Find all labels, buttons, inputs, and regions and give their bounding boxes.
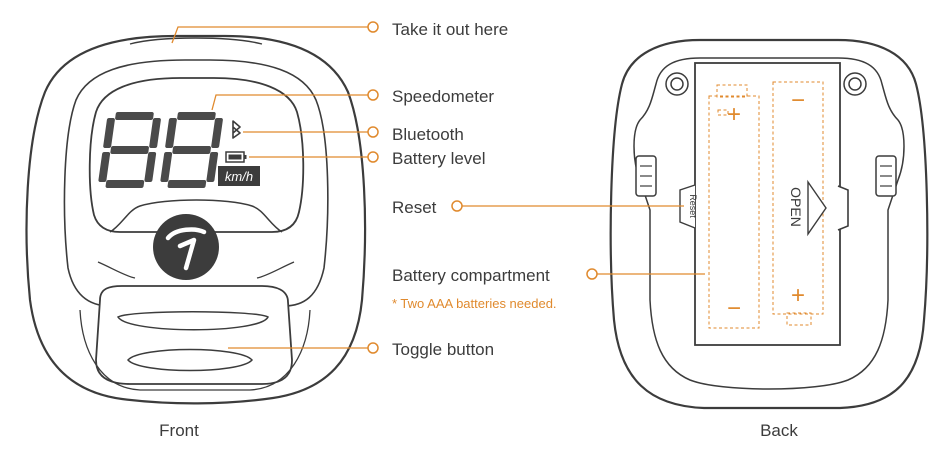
callout-dot xyxy=(586,268,598,280)
open-arrow-icon xyxy=(807,179,827,237)
battery-contact-bottom xyxy=(786,312,812,326)
back-screw-right xyxy=(843,72,867,96)
battery-note: * Two AAA batteries needed. xyxy=(392,296,557,311)
back-clip-right xyxy=(875,155,897,197)
plus-sign-left: + xyxy=(727,101,741,128)
open-label: OPEN xyxy=(788,187,804,227)
plus-sign-right: + xyxy=(791,282,805,309)
label-battery-level: Battery level xyxy=(392,149,486,168)
callout-dot xyxy=(367,21,379,33)
label-speedometer: Speedometer xyxy=(392,87,494,106)
callout-battery-compartment: Battery compartment * Two AAA batteries … xyxy=(392,266,705,311)
callout-take-out: Take it out here xyxy=(171,20,508,44)
label-bluetooth: Bluetooth xyxy=(392,125,464,144)
callout-dot xyxy=(367,89,379,101)
speed-unit-text: km/h xyxy=(225,169,253,184)
battery-slot-left xyxy=(708,95,760,329)
back-clip-left xyxy=(635,155,657,197)
front-logo-bump xyxy=(109,199,283,233)
leader-line xyxy=(211,94,368,111)
callout-toggle-button: Toggle button xyxy=(228,340,494,359)
front-side-contours xyxy=(97,261,295,279)
callout-reset: Reset xyxy=(392,198,684,217)
callout-dot xyxy=(367,342,379,354)
reset-button-text: Reset xyxy=(688,194,698,218)
minus-sign-left: − xyxy=(727,295,741,322)
battery-level-icon xyxy=(225,151,247,163)
front-top-notch xyxy=(129,37,263,45)
callout-battery-level: Battery level xyxy=(249,149,486,168)
callout-bluetooth: Bluetooth xyxy=(243,125,464,144)
label-reset: Reset xyxy=(392,198,437,217)
battery-terminal-top-left xyxy=(717,109,729,116)
label-toggle-button: Toggle button xyxy=(392,340,494,359)
speed-digit-1 xyxy=(98,112,161,188)
brand-logo-glyph xyxy=(165,227,207,271)
speed-unit-box xyxy=(218,166,260,186)
back-device: + − − + Reset OPEN xyxy=(609,38,929,410)
leader-line xyxy=(171,26,368,44)
callout-dot xyxy=(367,151,379,163)
callout-speedometer: Speedometer xyxy=(211,87,494,111)
latch-tab[interactable] xyxy=(837,185,849,231)
caption-back: Back xyxy=(760,421,798,440)
caption-front: Front xyxy=(159,421,199,440)
toggle-surround xyxy=(79,309,311,391)
toggle-top-groove xyxy=(116,311,269,331)
back-screw-left xyxy=(665,72,689,96)
front-screen xyxy=(88,77,305,233)
speed-digit-2 xyxy=(160,112,223,188)
toggle-bottom-groove xyxy=(127,348,253,372)
battery-contact-top xyxy=(716,84,748,98)
label-take-out: Take it out here xyxy=(392,20,508,39)
front-device: km/h xyxy=(25,34,367,405)
battery-slot-right xyxy=(772,81,824,315)
label-battery-compartment: Battery compartment xyxy=(392,266,550,285)
callout-dot xyxy=(451,200,463,212)
bluetooth-icon xyxy=(232,120,241,139)
minus-sign-right: − xyxy=(791,87,805,114)
callout-dot xyxy=(367,126,379,138)
